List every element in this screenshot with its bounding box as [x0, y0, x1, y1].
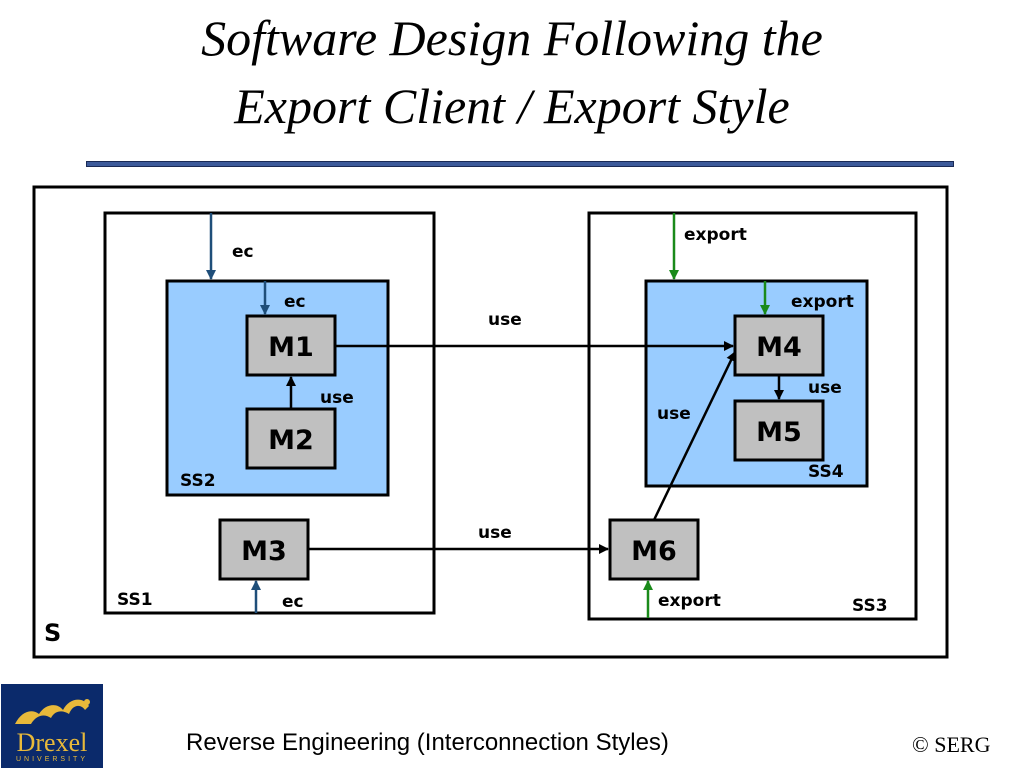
drexel-logo: Drexel UNIVERSITY — [1, 684, 103, 768]
module-m3-label: M3 — [241, 536, 287, 567]
use-label-m6-m4: use — [657, 404, 691, 424]
module-m6-box — [608, 518, 700, 581]
module-m1-label: M1 — [268, 332, 314, 363]
module-m6-label: M6 — [631, 536, 677, 567]
module-m2-label: M2 — [268, 425, 314, 456]
use-label-m1-m4: use — [488, 310, 522, 330]
export-label-ss3: export — [684, 225, 747, 245]
module-m5-label: M5 — [756, 417, 802, 448]
use-arrow-m6-m4 — [652, 351, 737, 521]
subsystem-ss1-label: SS1 — [117, 590, 153, 610]
use-label-m2-m1: use — [320, 388, 354, 408]
use-label-m3-m6: use — [478, 523, 512, 543]
export-label-ss4: export — [791, 292, 854, 312]
system-s-label: S — [44, 619, 61, 647]
use-label-m4-m5: use — [808, 378, 842, 398]
subsystem-ss4-label: SS4 — [808, 462, 844, 482]
title-line-2: Export Client / Export Style — [234, 78, 790, 134]
module-m4-label: M4 — [756, 332, 802, 363]
footer-text: Reverse Engineering (Interconnection Sty… — [186, 729, 669, 756]
module-m2-box — [245, 407, 337, 470]
module-m3-box — [218, 518, 310, 581]
subsystem-ss3-label: SS3 — [852, 596, 888, 616]
subsystem-ss2-label: SS2 — [180, 471, 216, 491]
title-underline — [86, 161, 954, 167]
logo-text: Drexel — [16, 728, 88, 757]
copyright-text: © SERG — [912, 732, 991, 757]
ec-label-ss1: ec — [232, 242, 254, 262]
logo-subtext: UNIVERSITY — [15, 756, 88, 763]
export-label-m6: export — [658, 591, 721, 611]
module-m5-box — [733, 399, 825, 462]
ec-label-m3: ec — [282, 592, 304, 612]
module-m1-box — [245, 314, 337, 377]
ec-label-ss2: ec — [284, 292, 306, 312]
title-line-1: Software Design Following the — [201, 10, 823, 66]
dragon-icon — [15, 699, 90, 724]
slide-title: Software Design Following the Export Cli… — [0, 4, 1024, 140]
